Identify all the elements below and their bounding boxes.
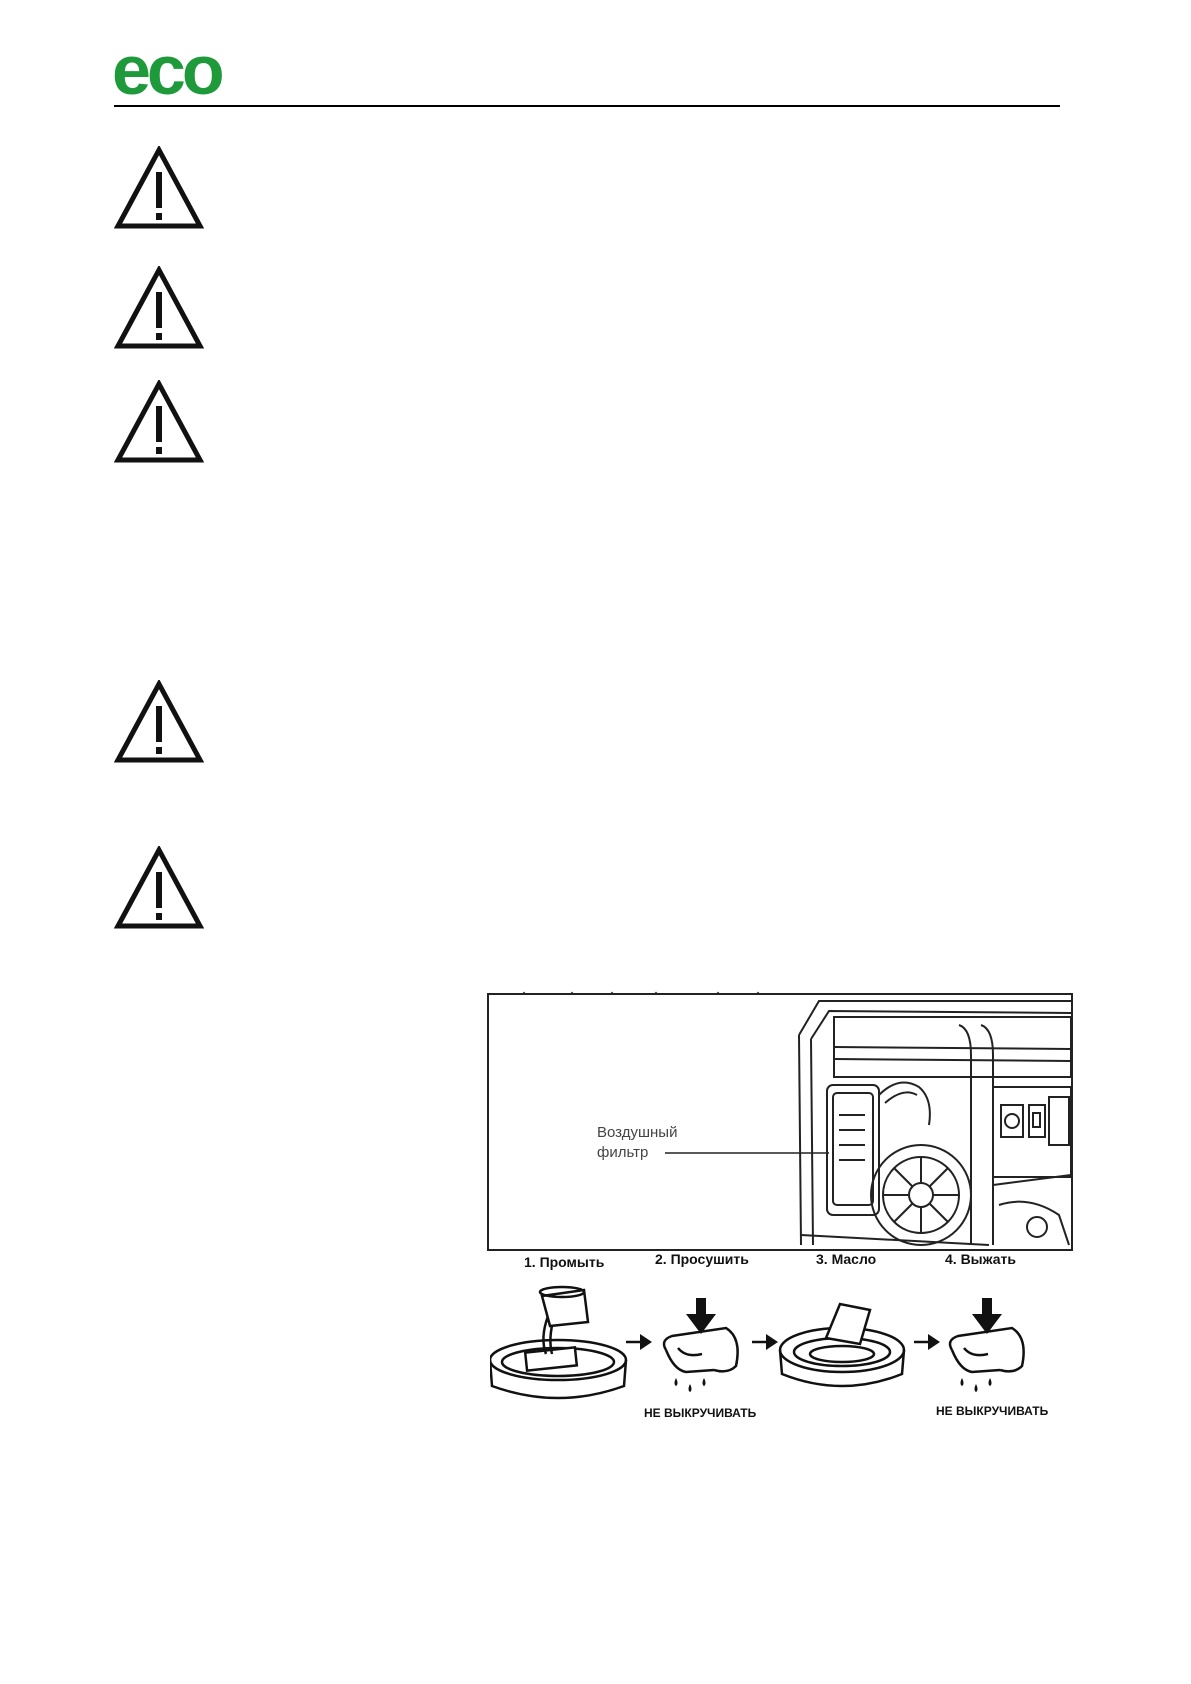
warning-triangle-icon [113, 378, 205, 464]
cleaning-steps-illustration [488, 1278, 1070, 1406]
warning-triangle-icon [113, 264, 205, 350]
generator-illustration [487, 993, 1073, 1251]
callout-line-2: фильтр [597, 1144, 649, 1161]
step-1-label: 1. Промыть [524, 1254, 605, 1270]
eco-logo: eco [112, 31, 272, 109]
step-3-label: 3. Масло [816, 1251, 877, 1267]
air-filter-callout: Воздушный фильтр [597, 1123, 677, 1163]
step-2-note: НЕ ВЫКРУЧИВАТЬ [644, 1406, 757, 1420]
warning-triangle-icon [113, 678, 205, 764]
warning-triangle-icon [113, 144, 205, 230]
header-divider [114, 105, 1060, 107]
warning-triangle-icon [113, 844, 205, 930]
step-4-note: НЕ ВЫКРУЧИВАТЬ [936, 1404, 1049, 1418]
svg-text:eco: eco [112, 40, 223, 106]
step-4-label: 4. Выжать [945, 1251, 1016, 1267]
step-2-label: 2. Просушить [655, 1251, 749, 1267]
callout-line-1: Воздушный [597, 1124, 678, 1141]
generator-drawing [665, 1000, 1072, 1246]
